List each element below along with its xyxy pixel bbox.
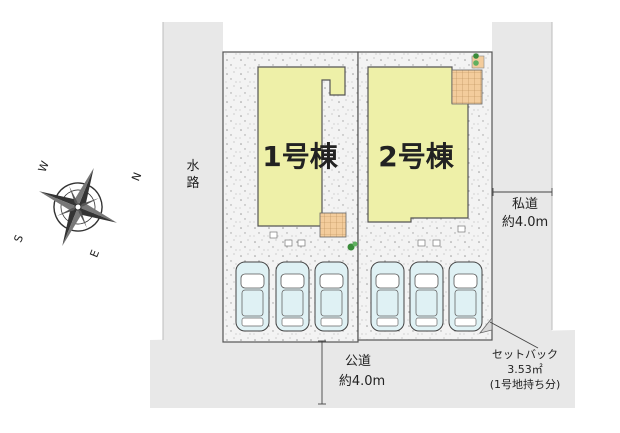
parked-car-icon (448, 261, 483, 332)
parked-car-icon (314, 261, 349, 332)
public-road-dimension (318, 340, 326, 405)
waterway-label-2: 路 (186, 175, 199, 191)
building-2-deck (451, 69, 483, 105)
building-1 (257, 66, 346, 227)
parked-car-icon (275, 261, 310, 332)
outdoor-units-1 (269, 231, 306, 247)
plant-1 (347, 241, 358, 251)
public-road-label: 公道 (345, 354, 371, 369)
building-2-label: 2号棟 (378, 140, 454, 173)
parked-car-icon (409, 261, 444, 332)
outdoor-units-2 (417, 225, 466, 247)
setback-share: (1号地持ち分) (490, 377, 561, 391)
setback-label: セットバック (492, 348, 558, 361)
private-road-dimension (492, 188, 553, 196)
waterway-label-1: 水 (186, 159, 199, 174)
building-1-deck (319, 212, 347, 238)
compass-e: E (87, 248, 102, 259)
compass-w: W (36, 159, 52, 174)
setback-area (478, 316, 493, 334)
plant-2 (473, 53, 479, 66)
private-road-label: 私道 (512, 197, 538, 212)
setback-leader (489, 321, 539, 349)
parking-cars (235, 261, 483, 332)
waterway-road (163, 22, 223, 342)
parked-car-icon (235, 261, 270, 332)
parked-car-icon (370, 261, 405, 332)
public-road (150, 330, 575, 408)
building-1-label: 1号棟 (262, 140, 338, 173)
compass-s: S (11, 233, 26, 244)
compass-n: N (129, 170, 144, 183)
private-road-width: 約4.0m (502, 215, 548, 230)
compass-rose-icon (39, 168, 117, 246)
private-road (492, 22, 552, 342)
public-road-width: 約4.0m (339, 374, 385, 389)
setback-area-value: 3.53㎡ (507, 363, 543, 376)
